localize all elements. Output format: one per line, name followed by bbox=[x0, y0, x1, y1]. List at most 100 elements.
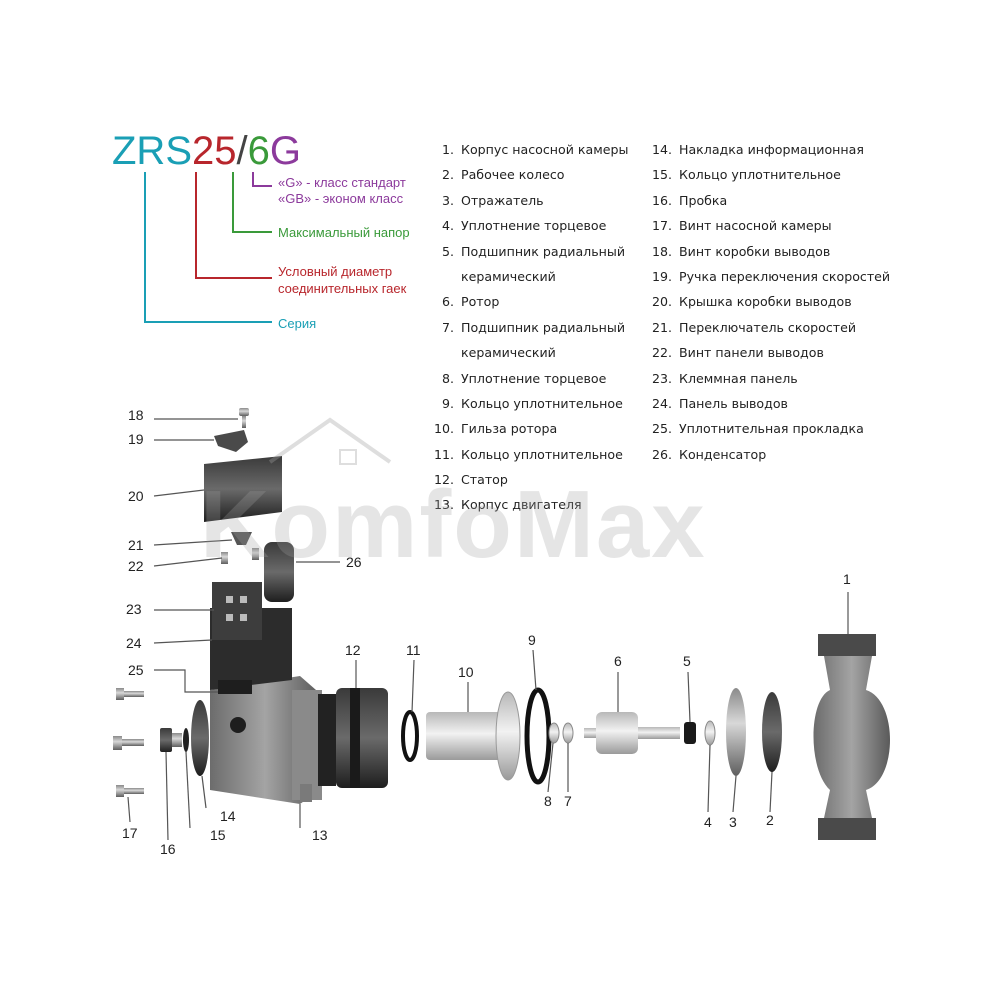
list-item: 21.Переключатель скоростей bbox=[651, 319, 857, 335]
callout-23: 23 bbox=[126, 601, 142, 617]
callout-14: 14 bbox=[220, 808, 236, 824]
callout-lines bbox=[127, 418, 849, 841]
terminal-box-cover bbox=[204, 456, 282, 522]
list-item: 23.Клеммная панель bbox=[651, 370, 798, 386]
list-item: 15.Кольцо уплотнительное bbox=[651, 167, 841, 183]
list-item: 25.Уплотнительная прокладка bbox=[651, 421, 864, 437]
legend-lines bbox=[144, 172, 272, 323]
seal-ring-9 bbox=[524, 687, 552, 785]
list-item: 12.Статор bbox=[433, 472, 508, 488]
info-plate bbox=[191, 700, 209, 776]
terminal-box-screw bbox=[239, 408, 249, 428]
callout-18: 18 bbox=[128, 407, 144, 423]
terminal-box bbox=[210, 582, 292, 733]
terminal-panel-screw bbox=[221, 548, 259, 564]
list-item: 3.Отражатель bbox=[441, 192, 544, 208]
callout-10: 10 bbox=[458, 664, 474, 680]
watermark: KomfoMax bbox=[200, 471, 707, 578]
list-item: 8.Уплотнение торцевое bbox=[441, 370, 607, 386]
pump-chamber bbox=[813, 634, 890, 840]
list-item: 10.Гильза ротора bbox=[433, 421, 558, 437]
model-slash: / bbox=[236, 129, 248, 173]
callout-1: 1 bbox=[843, 571, 851, 587]
model-class: G bbox=[269, 129, 301, 173]
parts-list-left: 1.Корпус насосной камеры 2.Рабочее колес… bbox=[420, 137, 628, 518]
callout-20: 20 bbox=[128, 488, 144, 504]
callout-8: 8 bbox=[544, 793, 552, 809]
rotor-sleeve bbox=[426, 691, 521, 781]
callouts: 18 19 20 21 22 23 24 25 26 12 11 10 9 6 … bbox=[122, 407, 851, 857]
bearing-7 bbox=[562, 722, 574, 744]
legend-series: Серия bbox=[278, 316, 317, 331]
speed-switch bbox=[231, 532, 252, 545]
callout-15: 15 bbox=[210, 827, 226, 843]
callout-13: 13 bbox=[312, 827, 328, 843]
plug bbox=[160, 728, 182, 752]
face-seal-4 bbox=[704, 720, 716, 746]
callout-9: 9 bbox=[528, 632, 536, 648]
exploded-diagram: 18 19 20 21 22 23 24 25 26 12 11 10 9 6 … bbox=[113, 407, 890, 857]
list-item: 14.Накладка информационная bbox=[651, 142, 864, 157]
list-item: 9.Кольцо уплотнительное bbox=[441, 395, 623, 411]
list-item: 18.Винт коробки выводов bbox=[651, 243, 831, 259]
face-seal-8 bbox=[548, 722, 560, 744]
callout-2: 2 bbox=[766, 812, 774, 828]
list-item: 4.Уплотнение торцевое bbox=[441, 218, 607, 234]
model-head: 6 bbox=[247, 129, 270, 173]
pump-chamber-screw bbox=[113, 688, 144, 797]
list-item: 1.Корпус насосной камеры bbox=[441, 142, 629, 157]
callout-17: 17 bbox=[122, 825, 138, 841]
list-item: 24.Панель выводов bbox=[651, 395, 788, 411]
seal-ring-15 bbox=[183, 728, 189, 752]
rotor bbox=[584, 712, 680, 754]
callout-24: 24 bbox=[126, 635, 142, 651]
callout-7: 7 bbox=[564, 793, 572, 809]
stator bbox=[318, 688, 388, 788]
legend-diameter-1: Условный диаметр bbox=[278, 264, 393, 279]
list-item: 5.Подшипник радиальный bbox=[441, 243, 626, 259]
callout-4: 4 bbox=[704, 814, 712, 830]
motor-housing bbox=[210, 676, 322, 804]
list-item: 22.Винт панели выводов bbox=[651, 345, 824, 361]
list-item: 20.Крышка коробки выводов bbox=[651, 294, 852, 310]
callout-3: 3 bbox=[729, 814, 737, 830]
series-line bbox=[144, 172, 272, 323]
model-diameter: 25 bbox=[192, 129, 237, 173]
capacitor bbox=[264, 542, 294, 602]
list-item: 6.Ротор bbox=[441, 294, 500, 310]
list-item: 11.Кольцо уплотнительное bbox=[433, 446, 623, 462]
callout-16: 16 bbox=[160, 841, 176, 857]
callout-21: 21 bbox=[128, 537, 144, 553]
seal-ring-11 bbox=[401, 710, 419, 762]
list-item: керамический bbox=[461, 268, 556, 284]
callout-6: 6 bbox=[614, 653, 622, 669]
legend-class-gb: «GB» - эконом класс bbox=[278, 191, 404, 206]
list-item: 7.Подшипник радиальный bbox=[441, 319, 626, 335]
parts-list-right: 14.Накладка информационная 15.Кольцо упл… bbox=[650, 137, 890, 467]
callout-25: 25 bbox=[128, 662, 144, 678]
callout-19: 19 bbox=[128, 431, 144, 447]
head-line bbox=[232, 172, 272, 233]
list-item: 17.Винт насосной камеры bbox=[651, 218, 832, 234]
legend-diameter-2: соединительных гаек bbox=[278, 281, 407, 296]
callout-11: 11 bbox=[406, 642, 421, 658]
callout-12: 12 bbox=[345, 642, 361, 658]
diameter-line bbox=[195, 172, 272, 279]
class-line bbox=[252, 172, 272, 187]
list-item: 19.Ручка переключения скоростей bbox=[651, 268, 891, 284]
speed-knob bbox=[214, 430, 248, 452]
house-logo-icon bbox=[268, 417, 392, 465]
list-item: керамический bbox=[461, 345, 556, 361]
impeller bbox=[762, 692, 782, 772]
list-item: 16.Пробка bbox=[651, 192, 728, 208]
legend-class-g: «G» - класс стандарт bbox=[278, 175, 406, 190]
model-code: ZRS25/6G bbox=[112, 128, 301, 174]
list-item: 13.Корпус двигателя bbox=[433, 497, 582, 513]
callout-5: 5 bbox=[683, 653, 691, 669]
callout-26: 26 bbox=[346, 554, 362, 570]
deflector bbox=[726, 688, 746, 776]
callout-22: 22 bbox=[128, 558, 144, 574]
list-item: 2.Рабочее колесо bbox=[441, 167, 565, 183]
bearing-5 bbox=[684, 722, 696, 744]
model-series: ZRS bbox=[112, 129, 192, 173]
